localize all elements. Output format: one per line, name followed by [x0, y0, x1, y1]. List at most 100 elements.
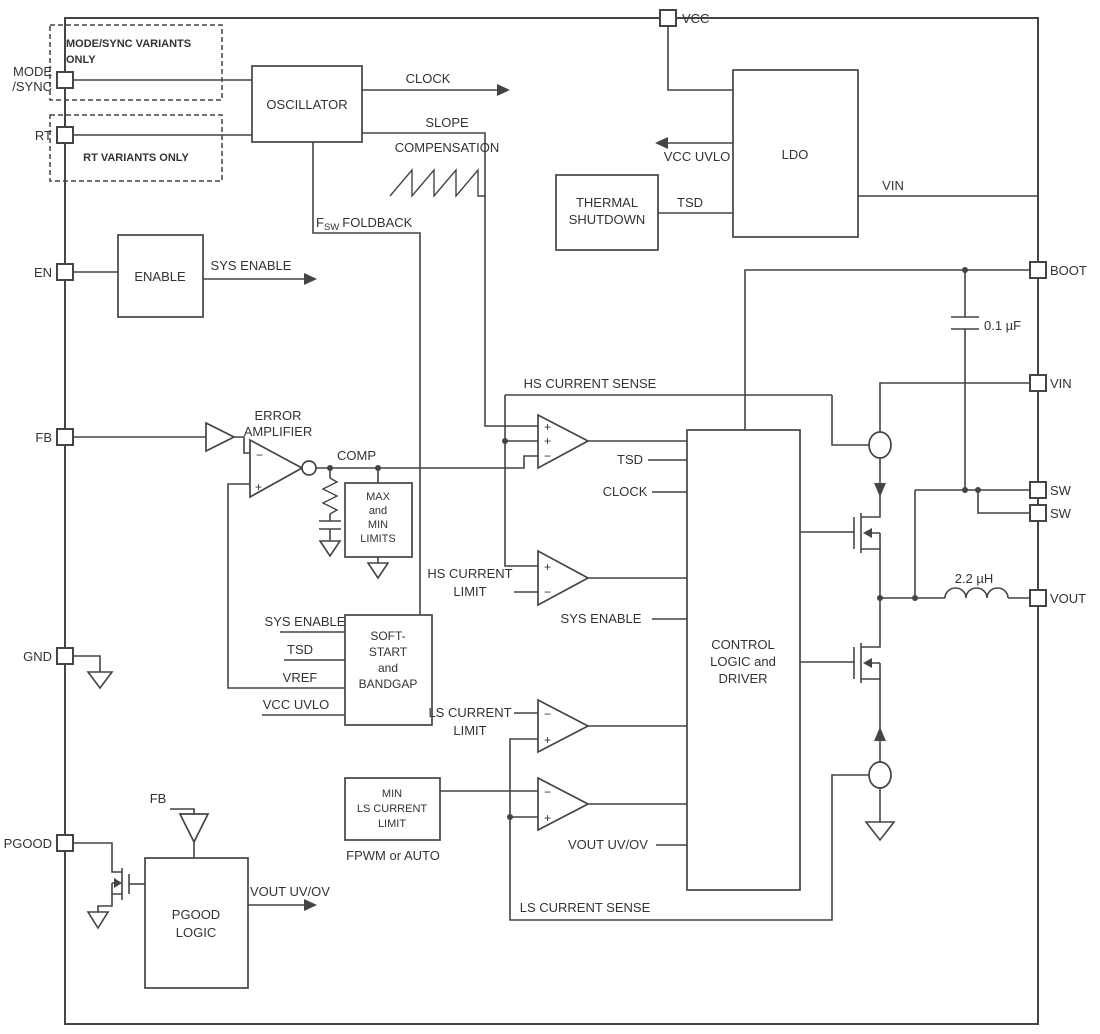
- fb-pgood-label: FB: [150, 791, 167, 806]
- pin-sw2: [1029, 504, 1047, 522]
- hs-current-arrow-icon: [874, 483, 886, 497]
- pin-label-pgood: PGOOD: [4, 836, 52, 851]
- fsw-rest: FOLDBACK: [342, 215, 412, 230]
- junction-dot: [877, 595, 883, 601]
- ls-current-sense-element: [868, 761, 892, 789]
- error-amplifier: − +: [249, 438, 317, 499]
- hs-current-sense-element: [868, 431, 892, 459]
- slope-compensation-label-1: SLOPE: [425, 115, 469, 130]
- maxmin-ground-icon: [366, 562, 390, 580]
- ls-current-sense-label: LS CURRENT SENSE: [520, 900, 651, 915]
- wire-sw-node: [880, 489, 1030, 599]
- min-ls-plus-sign: +: [544, 811, 551, 825]
- junction-dot: [507, 814, 513, 820]
- ls-fet-icon: [853, 643, 881, 683]
- fpwm-auto-label: FPWM or AUTO: [346, 848, 440, 863]
- junction-dot: [375, 465, 381, 471]
- vout-uvov-arrowhead-icon: [304, 899, 317, 911]
- fsw-sub: SW: [324, 222, 339, 233]
- maxmin-label-4: LIMITS: [360, 533, 395, 545]
- wire-fsw-foldback: [312, 142, 421, 615]
- hs-fet-body: [872, 532, 881, 549]
- wire-pgood-source: [97, 893, 122, 912]
- enable-box: [117, 234, 204, 318]
- ss-tsd-label: TSD: [287, 642, 313, 657]
- pgood-fet-icon: [111, 868, 130, 900]
- pwm-plus-sign-2: +: [544, 434, 551, 448]
- junction-dot: [962, 487, 968, 493]
- wire-fb-to-error-amp: [234, 436, 250, 454]
- wire-pgood-drain: [73, 842, 122, 873]
- pgood-ground-icon: [86, 911, 110, 930]
- ldo-box: [732, 69, 859, 238]
- pgood-fet-body: [111, 882, 114, 894]
- junction-dot: [502, 438, 508, 444]
- boot-cap-value-label: 0.1 µF: [984, 318, 1021, 333]
- comp-rc-ground-icon: [318, 540, 342, 558]
- thermal-shutdown-box: [555, 174, 659, 251]
- pin-label-sw2: SW: [1050, 506, 1072, 521]
- wire-gnd: [73, 655, 101, 672]
- ldo-block: LDO: [732, 69, 859, 238]
- pin-label-vin: VIN: [1050, 376, 1072, 391]
- sawtooth-waveform-icon: [389, 168, 485, 198]
- oscillator-block: OSCILLATOR: [251, 65, 363, 143]
- mode-sync-variant-note: MODE/SYNC VARIANTS ONLY: [49, 24, 223, 101]
- pin-label-rt: RT: [35, 128, 52, 143]
- ls-fet-arrow: [863, 658, 872, 668]
- hs-current-sense-label: HS CURRENT SENSE: [524, 376, 657, 391]
- wire-hs-sense-vertical: [504, 395, 538, 567]
- wire-hs-sense-tap: [831, 395, 869, 446]
- min-ls-comparator: − +: [537, 776, 590, 832]
- error-amp-label-2: AMPLIFIER: [244, 424, 313, 439]
- pin-label-gnd: GND: [23, 649, 52, 664]
- wire-vin-pin: [879, 382, 1030, 432]
- sys-enable-control-label: SYS ENABLE: [561, 611, 642, 626]
- wire-ls-source: [861, 678, 881, 762]
- ss-sys-enable-label: SYS ENABLE: [265, 614, 346, 629]
- ls-limit-label-2: LIMIT: [453, 723, 486, 738]
- compensation-capacitor-icon: [319, 520, 341, 530]
- ldo-label: LDO: [782, 147, 809, 162]
- pin-gnd: [56, 647, 74, 665]
- junction-dot: [962, 267, 968, 273]
- ls-limit-label-1: LS CURRENT: [428, 705, 511, 720]
- maxmin-label-3: MIN: [368, 519, 388, 531]
- pin-sw1: [1029, 481, 1047, 499]
- vout-uvov-pgood-label: VOUT UV/OV: [250, 884, 330, 899]
- min-ls-current-limit-block: MIN LS CURRENT LIMIT: [344, 777, 441, 841]
- compensation-resistor-icon: [321, 477, 339, 515]
- oscillator-label: OSCILLATOR: [266, 97, 347, 112]
- pwm-comparator-triangle: [537, 413, 590, 470]
- fb-buffer-icon: [205, 421, 236, 453]
- pgood-logic-label-2: LOGIC: [176, 925, 216, 940]
- mode-sync-variant-label-1: MODE/SYNC VARIANTS: [66, 38, 191, 50]
- maxmin-label-2: and: [369, 505, 387, 517]
- error-amp-label-1: ERROR: [255, 408, 302, 423]
- vcc-uvlo-arrowhead-icon: [655, 137, 668, 149]
- wire-boot: [744, 269, 1030, 430]
- junction-dot: [912, 595, 918, 601]
- control-logic-block: CONTROL LOGIC and DRIVER: [686, 429, 801, 891]
- wire-comp: [316, 455, 538, 469]
- thermal-shutdown-label-2: SHUTDOWN: [569, 212, 646, 227]
- gnd-pin-ground-icon: [86, 671, 114, 690]
- ss-vcc-uvlo-label: VCC UVLO: [263, 697, 329, 712]
- pgood-logic-box: [144, 857, 249, 989]
- sys-enable-out-label: SYS ENABLE: [211, 258, 292, 273]
- min-ls-label-1: MIN: [382, 788, 402, 800]
- wire-hs-source: [861, 548, 881, 598]
- wire-fb-pgood: [170, 808, 195, 858]
- rt-variant-box: [49, 114, 223, 182]
- pgood-logic-block: PGOOD LOGIC: [144, 857, 249, 989]
- pin-fb: [56, 428, 74, 446]
- rt-variant-note: RT VARIANTS ONLY: [49, 114, 223, 182]
- pin-vout: [1029, 589, 1047, 607]
- pgood-fet-arrow: [114, 878, 122, 888]
- clock-label: CLOCK: [406, 71, 451, 86]
- vout-uvov-control-label: VOUT UV/OV: [568, 837, 648, 852]
- rt-variant-label: RT VARIANTS ONLY: [83, 152, 189, 164]
- wiring: [73, 26, 1038, 921]
- ls-limit-triangle: [537, 698, 590, 754]
